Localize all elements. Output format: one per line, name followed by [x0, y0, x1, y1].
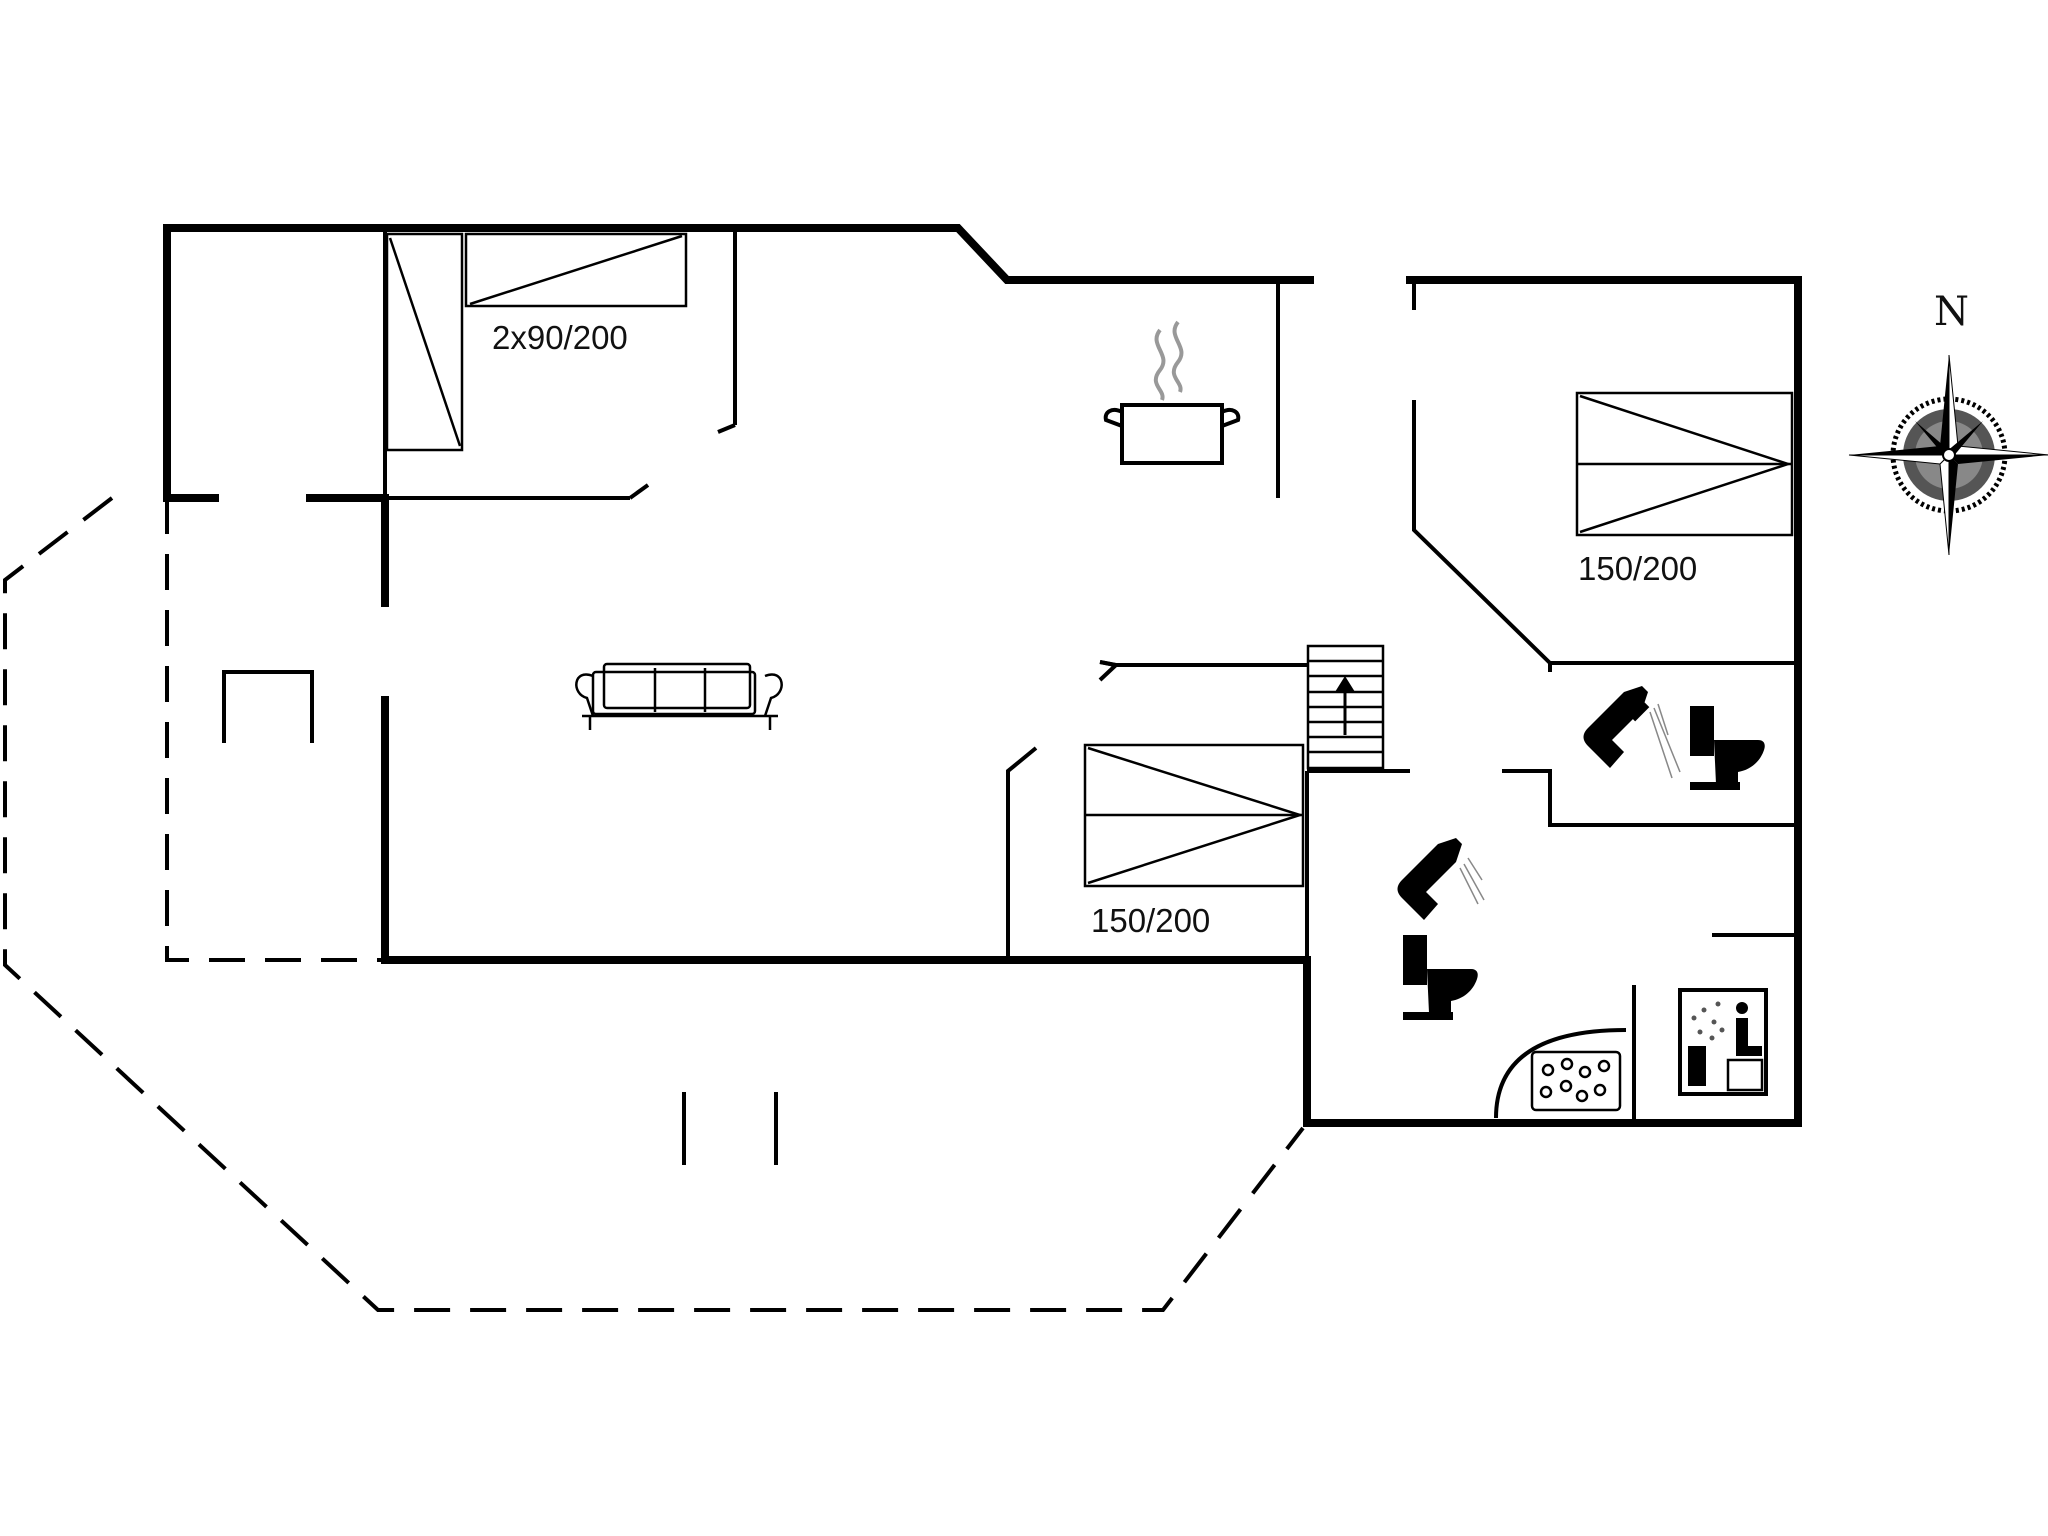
cooking-pot-icon	[1103, 320, 1241, 465]
terrace-outline	[3, 496, 1305, 1312]
toilet-icon	[1403, 935, 1478, 1020]
interior-walls	[383, 232, 1794, 1121]
sauna-icon	[1678, 988, 1768, 1096]
bed-east-label: 150/200	[1578, 550, 1697, 587]
toilet-icon	[1690, 706, 1765, 790]
bed-east	[1575, 391, 1794, 537]
exterior-walls	[163, 224, 1802, 1127]
shower-icon	[1583, 686, 1681, 779]
shower-icon	[1397, 838, 1485, 920]
bed-center-label: 150/200	[1091, 902, 1210, 939]
outdoor-shelter	[222, 670, 314, 743]
bed-north-label: 2x90/200	[492, 319, 628, 356]
sofa-icon	[575, 662, 783, 730]
compass-rose-icon	[1848, 354, 2048, 556]
stairs-up-icon	[1306, 644, 1385, 770]
bed-north	[385, 232, 688, 452]
bed-center	[1083, 743, 1305, 888]
compass-north-label: N	[1934, 289, 1969, 335]
whirlpool-icon	[1494, 1028, 1627, 1119]
